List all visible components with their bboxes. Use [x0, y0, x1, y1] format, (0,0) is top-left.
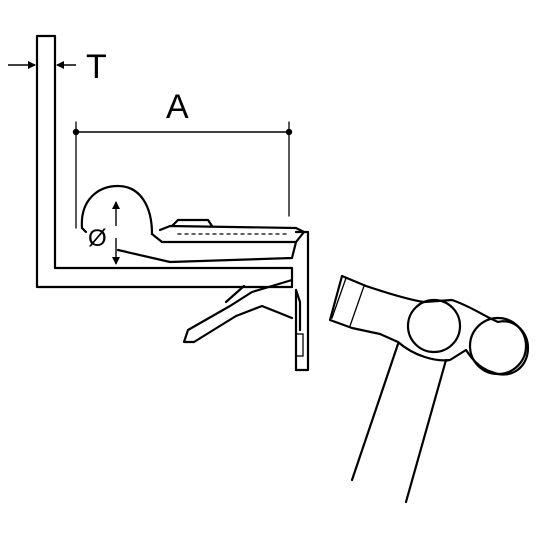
diameter-dimension: Ø: [88, 201, 120, 265]
distance-dimension: A: [72, 88, 293, 229]
distance-label: A: [166, 88, 189, 126]
thickness-label: T: [86, 48, 107, 86]
diameter-label: Ø: [88, 225, 107, 252]
hammer-icon: [328, 274, 530, 504]
thickness-dimension: T: [8, 48, 107, 86]
clip-icon: [80, 184, 310, 372]
mounting-profile: [35, 34, 294, 289]
